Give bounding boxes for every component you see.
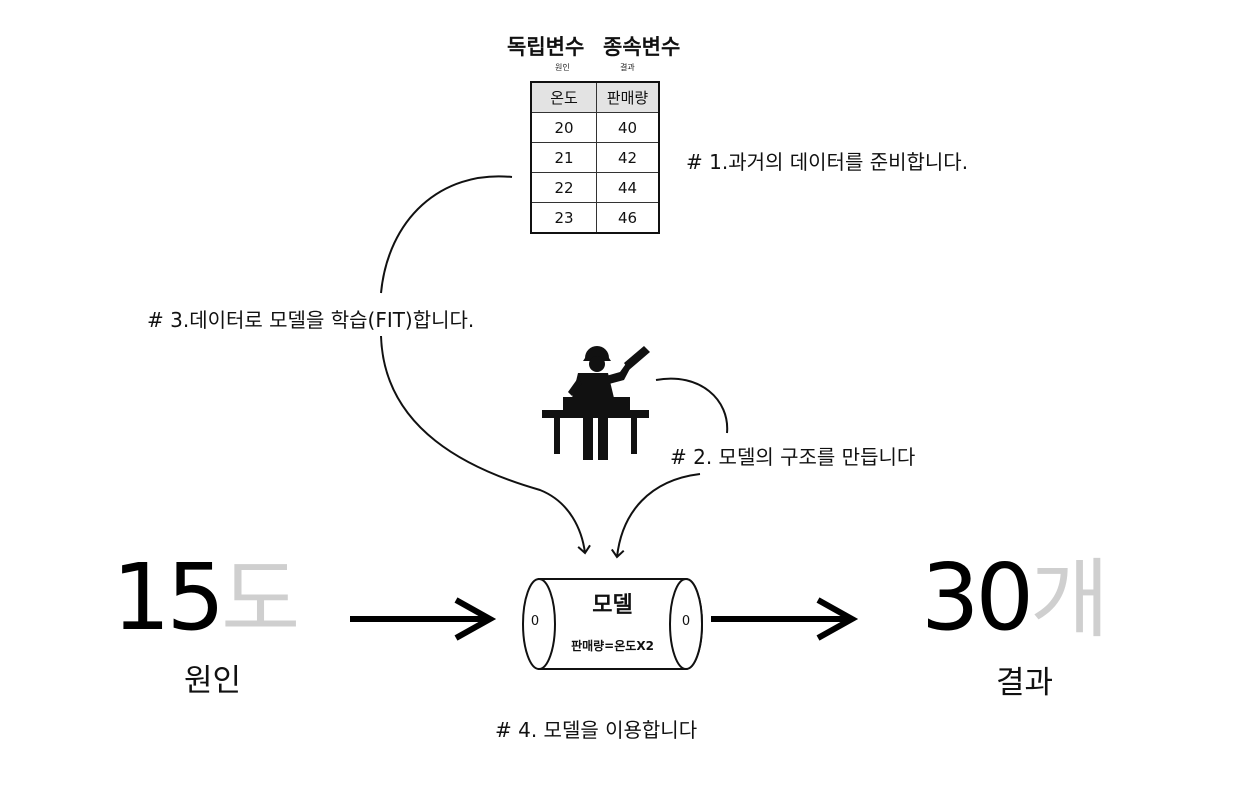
training-data-table: 온도 판매량 20 40 21 42 22 44 23 46 [530,81,660,234]
fit-curve-arrow-lower [380,335,591,555]
table-cell: 40 [596,112,660,143]
input-caption: 원인 [184,663,242,699]
table-cell: 22 [530,172,597,203]
output-arrow [711,597,859,641]
input-number: 15 [112,544,225,651]
step-3-label: # 3.데이터로 모델을 학습(FIT)합니다. [147,308,475,332]
worker-at-workbench-icon [542,346,650,460]
output-number: 30 [921,544,1034,651]
dependent-variable-header: 종속변수 [603,35,681,59]
fit-curve-arrow [380,175,513,294]
model-formula: 판매량=온도X2 [571,639,654,653]
input-unit: 도 [221,550,300,650]
table-row: 23 46 [530,202,660,234]
table-cell: 46 [596,202,660,234]
cylinder-left-mark: 0 [530,614,540,629]
dependent-variable-subtitle: 결과 [620,63,635,72]
independent-variable-subtitle: 원인 [555,63,570,72]
table-cell: 23 [530,202,597,234]
output-unit: 개 [1030,550,1109,650]
table-header-row: 온도 판매량 [530,81,660,113]
table-cell: 44 [596,172,660,203]
column-header-temperature: 온도 [530,81,597,113]
independent-variable-header: 독립변수 [507,35,585,59]
cylinder-right-mark: 0 [681,614,691,629]
structure-curve-arrow-lower [610,473,701,559]
model-title: 모델 [592,593,633,618]
table-row: 22 44 [530,172,660,203]
step-1-label: # 1.과거의 데이터를 준비합니다. [686,150,969,174]
output-caption: 결과 [996,665,1054,701]
table-row: 20 40 [530,112,660,143]
model-cylinder [522,578,703,670]
table-cell: 20 [530,112,597,143]
input-arrow [350,597,497,641]
output-value: 30개 [921,552,1109,647]
step-4-label: # 4. 모델을 이용합니다 [495,718,698,742]
step-2-label: # 2. 모델의 구조를 만듭니다 [670,445,916,469]
structure-curve-arrow [655,377,729,434]
input-value: 15도 [112,552,300,647]
column-header-sales: 판매량 [596,81,660,113]
